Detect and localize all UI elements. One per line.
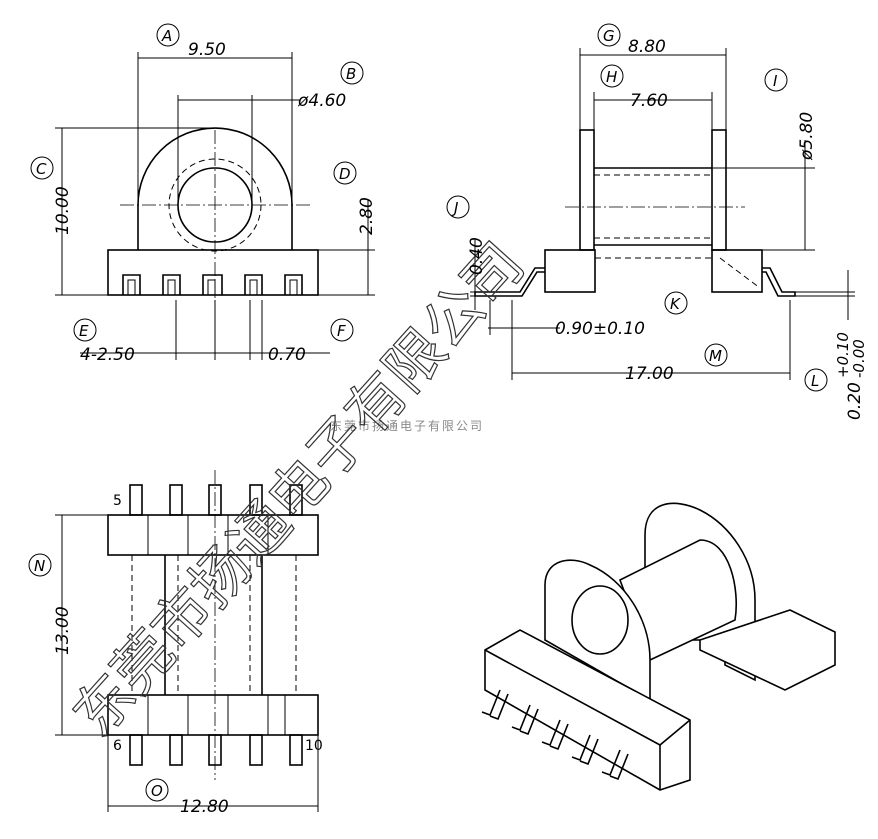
dim-d: 2.80 <box>357 197 377 235</box>
pin-6: 6 <box>113 738 122 754</box>
dim-f: 0.70 <box>268 345 306 365</box>
label-g: G <box>603 27 615 45</box>
dim-n: 13.00 <box>53 606 73 655</box>
pin-5: 5 <box>113 493 122 509</box>
dim-l-minus: -0.00 <box>850 339 868 378</box>
dim-b: ø4.60 <box>297 91 346 111</box>
label-d: D <box>339 165 351 183</box>
label-l: L <box>811 372 819 390</box>
dim-m: 17.00 <box>625 364 674 384</box>
dimension-values: 9.50 ø4.60 10.00 2.80 4-2.50 0.70 8.80 7… <box>53 37 868 817</box>
label-f: F <box>337 322 346 340</box>
dim-g: 8.80 <box>628 37 666 57</box>
dim-h: 7.60 <box>630 91 668 111</box>
dim-k: 0.90±0.10 <box>555 319 645 339</box>
watermark-large: 东莞市扬通电子有限公司 <box>60 230 537 750</box>
watermark-small: 东莞市扬通电子有限公司 <box>330 418 484 433</box>
circle-labels: A B C D E F G H I J K L M N O <box>28 23 828 802</box>
label-j: J <box>451 199 458 217</box>
label-e: E <box>79 322 89 340</box>
dim-i: ø5.80 <box>797 112 817 161</box>
bottom-view <box>55 470 319 812</box>
dim-a: 9.50 <box>188 40 226 60</box>
dim-l-plus: +0.10 <box>834 332 852 378</box>
side-view <box>470 48 855 380</box>
label-o: O <box>151 782 163 800</box>
label-n: N <box>34 557 45 575</box>
label-k: K <box>670 295 681 313</box>
watermark-large-group: 东莞市扬通电子有限公司 <box>59 229 538 750</box>
front-view <box>55 52 375 360</box>
isometric-view <box>481 502 836 791</box>
label-a: A <box>161 27 172 45</box>
dim-l-base: 0.20 <box>845 382 865 420</box>
label-i: I <box>773 72 778 90</box>
label-b: B <box>346 65 356 83</box>
dim-j: 0.40 <box>467 237 487 275</box>
pin-numbers: 5 6 10 <box>113 493 323 754</box>
dim-o: 12.80 <box>180 797 229 817</box>
pin-10: 10 <box>305 738 323 754</box>
dim-c: 10.00 <box>53 186 73 235</box>
label-c: C <box>36 160 47 178</box>
label-m: M <box>709 347 722 365</box>
dim-e: 4-2.50 <box>80 345 135 365</box>
label-h: H <box>606 68 617 86</box>
